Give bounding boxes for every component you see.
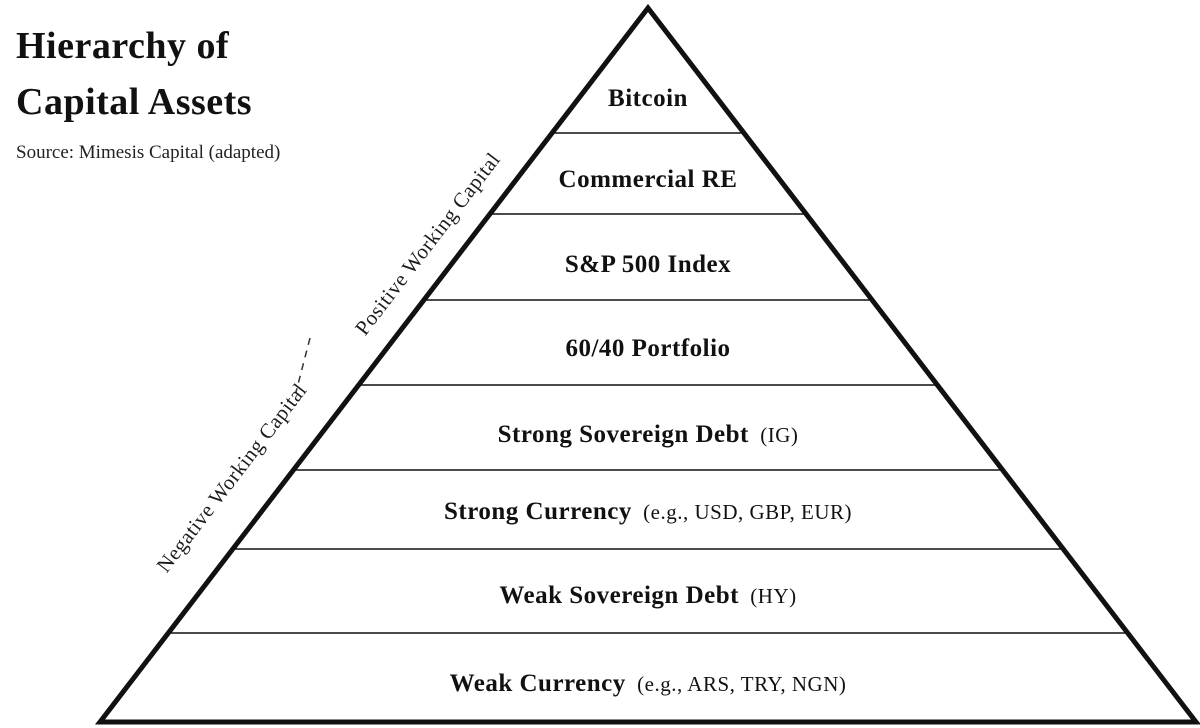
level-name: Bitcoin [608,85,688,112]
pyramid-level-commercial-re: Commercial RE [559,166,738,194]
level-name: Weak Sovereign Debt [499,582,739,609]
pyramid-level-weak-sovereign-debt: Weak Sovereign Debt (HY) [499,582,796,610]
level-name: Weak Currency [449,670,626,697]
level-detail: (e.g., USD, GBP, EUR) [643,500,853,524]
page-title-line-1: Hierarchy of [16,25,230,67]
pyramid-level-strong-currency: Strong Currency (e.g., USD, GBP, EUR) [444,498,852,526]
level-name: Strong Currency [443,498,632,525]
level-name: Strong Sovereign Debt [497,421,749,448]
pyramid-level-sp500: S&P 500 Index [565,251,731,279]
pyramid-outline [94,3,1200,725]
level-detail: (IG) [760,423,799,447]
level-name: 60/40 Portfolio [565,335,731,362]
pyramid-level-weak-currency: Weak Currency (e.g., ARS, TRY, NGN) [450,670,847,698]
level-name: Commercial RE [558,166,738,193]
level-name: S&P 500 Index [564,251,732,278]
working-capital-dashed-divider [295,337,311,393]
pyramid-level-bitcoin: Bitcoin [608,85,688,113]
header: Hierarchy of Capital Assets Source: Mime… [16,18,356,164]
pyramid-level-6040-portfolio: 60/40 Portfolio [565,335,730,363]
pyramid-level-strong-sovereign-debt: Strong Sovereign Debt (IG) [498,421,799,449]
page-title-line-2: Capital Assets [16,81,253,123]
source-attribution: Source: Mimesis Capital (adapted) [16,142,281,163]
level-detail: (e.g., ARS, TRY, NGN) [637,672,847,696]
level-detail: (HY) [750,584,797,608]
